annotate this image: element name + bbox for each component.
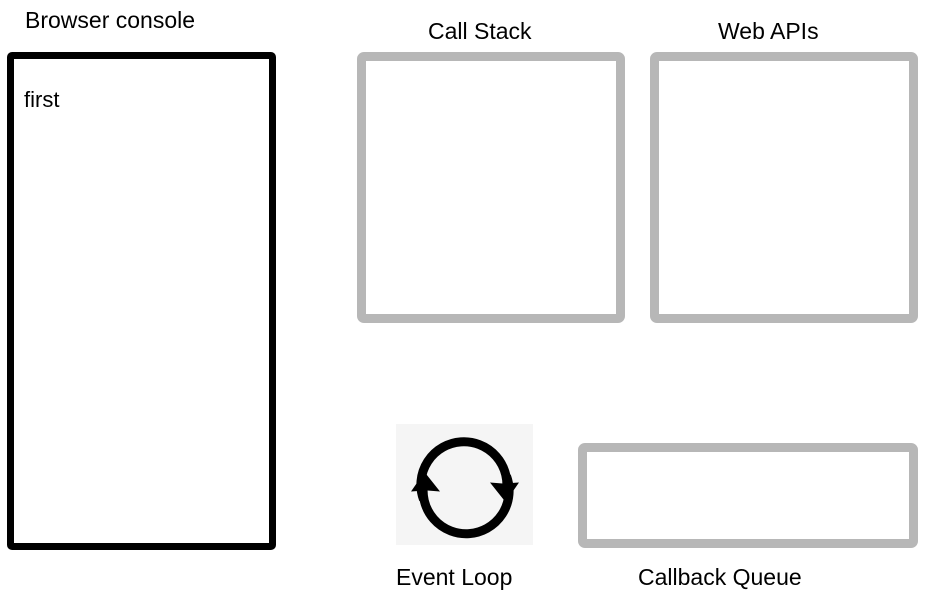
- event-loop-title: Event Loop: [396, 564, 513, 590]
- call-stack-frames: [366, 310, 616, 314]
- browser-console-log: first: [24, 85, 263, 115]
- web-apis-items: [659, 310, 909, 314]
- call-stack-title: Call Stack: [428, 18, 532, 44]
- browser-console-title: Browser console: [25, 7, 196, 33]
- call-stack-box: [357, 52, 625, 323]
- browser-console-box: first: [7, 52, 276, 550]
- web-apis-box: [650, 52, 918, 323]
- web-apis-title: Web APIs: [718, 18, 819, 44]
- console-log-line: first: [24, 87, 60, 112]
- callback-queue-title: Callback Queue: [638, 564, 802, 590]
- circular-arrows-icon: [396, 424, 533, 545]
- callback-queue-box: [578, 443, 918, 548]
- callback-queue-items: [587, 535, 909, 539]
